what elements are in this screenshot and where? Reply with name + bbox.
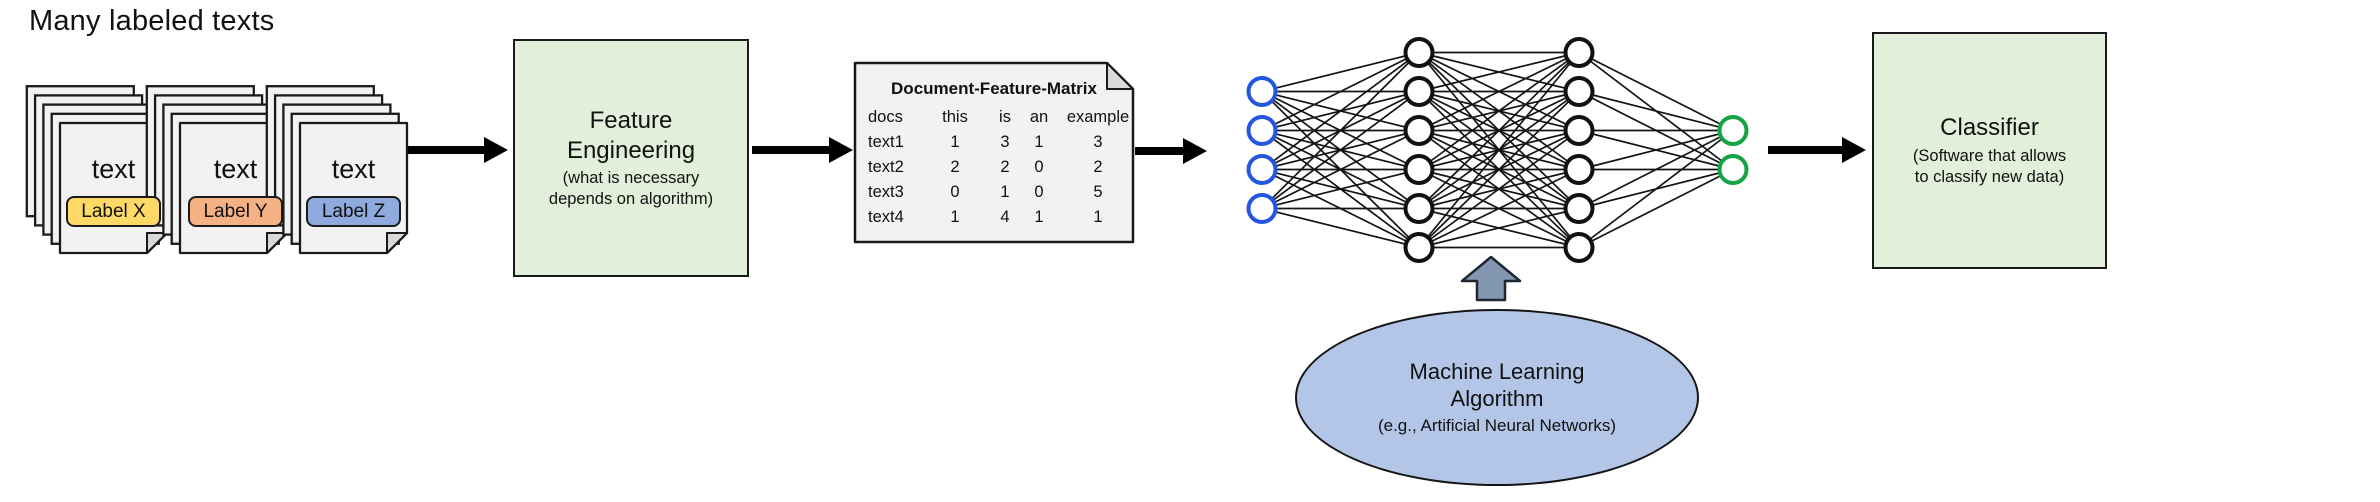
ml-algorithm-ellipse: Machine Learning Algorithm (e.g., Artifi… bbox=[1295, 309, 1699, 486]
matrix-cell: 3 bbox=[1093, 133, 1103, 151]
nn-connection bbox=[1578, 129, 1734, 210]
matrix-cell: 3 bbox=[1000, 133, 1010, 151]
up-block-arrow-icon bbox=[1460, 255, 1522, 302]
matrix-cell: 1 bbox=[950, 133, 960, 151]
matrix-cell: 4 bbox=[1000, 208, 1010, 226]
matrix-col-header: docs bbox=[868, 108, 903, 126]
nn-node-hidden-2 bbox=[1563, 154, 1595, 185]
feature-engineering-title: Feature Engineering bbox=[566, 107, 696, 164]
matrix-cell: 1 bbox=[1000, 183, 1010, 201]
nn-connection bbox=[1418, 207, 1580, 249]
matrix-col-header: an bbox=[1029, 108, 1049, 126]
nn-connection bbox=[1418, 51, 1580, 171]
nn-connection bbox=[1261, 90, 1420, 210]
nn-node-hidden-2 bbox=[1563, 193, 1595, 224]
page-title: Many labeled texts bbox=[29, 5, 275, 37]
matrix-cell: 5 bbox=[1093, 183, 1103, 201]
nn-connection bbox=[1578, 51, 1734, 132]
matrix-title: Document-Feature-Matrix bbox=[891, 79, 1097, 98]
nn-node-output bbox=[1717, 154, 1749, 185]
document-stack-y: text Label Y bbox=[182, 123, 289, 253]
nn-node-hidden-2 bbox=[1563, 232, 1595, 263]
nn-connection bbox=[1261, 207, 1420, 249]
nn-connection bbox=[1578, 168, 1734, 249]
document-feature-matrix: Document-Feature-Matrix docs this is an … bbox=[855, 63, 1133, 242]
nn-node-hidden-1 bbox=[1403, 193, 1435, 224]
nn-node-hidden-1 bbox=[1403, 232, 1435, 263]
nn-node-hidden-1 bbox=[1403, 115, 1435, 146]
matrix-cell: 0 bbox=[1034, 158, 1044, 176]
feature-engineering-box: Feature Engineering (what is necessary d… bbox=[513, 39, 749, 277]
nn-node-input bbox=[1246, 115, 1278, 146]
nn-node-output bbox=[1717, 115, 1749, 146]
nn-connection bbox=[1261, 51, 1420, 132]
nn-connection bbox=[1261, 168, 1420, 210]
flow-arrow-icon bbox=[1135, 138, 1207, 164]
classifier-box: Classifier (Software that allows to clas… bbox=[1872, 32, 2107, 269]
matrix-cell: 1 bbox=[950, 208, 960, 226]
doc-text: text bbox=[91, 154, 136, 184]
matrix-cell: 1 bbox=[1093, 208, 1103, 226]
matrix-sheet-shape bbox=[853, 61, 1135, 244]
matrix-cell: text1 bbox=[868, 133, 904, 151]
ml-algorithm-title: Machine Learning Algorithm bbox=[1409, 359, 1585, 411]
nn-node-hidden-1 bbox=[1403, 37, 1435, 68]
matrix-cell: 0 bbox=[950, 183, 960, 201]
matrix-cell: text4 bbox=[868, 208, 904, 226]
nn-node-hidden-1 bbox=[1403, 154, 1435, 185]
nn-node-hidden-1 bbox=[1403, 76, 1435, 107]
flow-arrow-icon bbox=[752, 137, 853, 163]
matrix-table: docs this is an example text1 1 3 1 3 te… bbox=[868, 105, 1144, 230]
nn-connection bbox=[1418, 51, 1580, 210]
matrix-col-header: this bbox=[942, 108, 968, 126]
doc-label-z: Label Z bbox=[306, 196, 401, 227]
doc-text: text bbox=[213, 154, 258, 184]
nn-connection bbox=[1261, 129, 1420, 210]
classifier-title: Classifier bbox=[1940, 114, 2039, 142]
feature-engineering-subtitle: (what is necessary depends on algorithm) bbox=[548, 168, 714, 208]
matrix-cell: text3 bbox=[868, 183, 904, 201]
nn-connection bbox=[1261, 51, 1420, 210]
ml-algorithm-subtitle: (e.g., Artificial Neural Networks) bbox=[1377, 415, 1617, 435]
matrix-cell: 1 bbox=[1034, 133, 1044, 151]
nn-connection bbox=[1578, 129, 1734, 171]
matrix-col-header: example bbox=[1066, 108, 1130, 126]
nn-connection bbox=[1418, 168, 1580, 249]
flow-arrow-icon bbox=[408, 137, 508, 163]
matrix-cell: 2 bbox=[950, 158, 960, 176]
nn-node-hidden-2 bbox=[1563, 37, 1595, 68]
matrix-cell: 1 bbox=[1034, 208, 1044, 226]
matrix-fold-icon bbox=[1106, 62, 1134, 90]
nn-node-hidden-2 bbox=[1563, 115, 1595, 146]
doc-text: text bbox=[331, 154, 376, 184]
matrix-cell: text2 bbox=[868, 158, 904, 176]
nn-connection bbox=[1261, 51, 1420, 171]
nn-node-input bbox=[1246, 154, 1278, 185]
doc-label-y: Label Y bbox=[188, 196, 283, 227]
nn-connection bbox=[1418, 51, 1580, 93]
nn-connection bbox=[1578, 90, 1734, 132]
nn-connection bbox=[1418, 51, 1580, 249]
doc-label-x: Label X bbox=[66, 196, 161, 227]
nn-node-input bbox=[1246, 76, 1278, 107]
document-stack-z: text Label Z bbox=[300, 123, 407, 253]
document-stack-x: text Label X bbox=[60, 123, 167, 253]
doc-page-fold-icon bbox=[386, 232, 408, 254]
doc-page-fold-icon bbox=[266, 232, 288, 254]
nn-node-input bbox=[1246, 193, 1278, 224]
matrix-cell: 2 bbox=[1093, 158, 1103, 176]
matrix-cell: 0 bbox=[1034, 183, 1044, 201]
nn-connection bbox=[1418, 51, 1580, 132]
matrix-col-header: is bbox=[999, 108, 1011, 126]
nn-connection bbox=[1261, 51, 1420, 93]
nn-connection bbox=[1418, 129, 1580, 249]
classifier-subtitle: (Software that allows to classify new da… bbox=[1912, 146, 2067, 186]
matrix-cell: 2 bbox=[1000, 158, 1010, 176]
nn-connection bbox=[1418, 90, 1580, 249]
nn-connection bbox=[1578, 129, 1734, 249]
doc-page-fold-icon bbox=[146, 232, 168, 254]
flow-arrow-icon bbox=[1768, 137, 1866, 163]
nn-node-hidden-2 bbox=[1563, 76, 1595, 107]
